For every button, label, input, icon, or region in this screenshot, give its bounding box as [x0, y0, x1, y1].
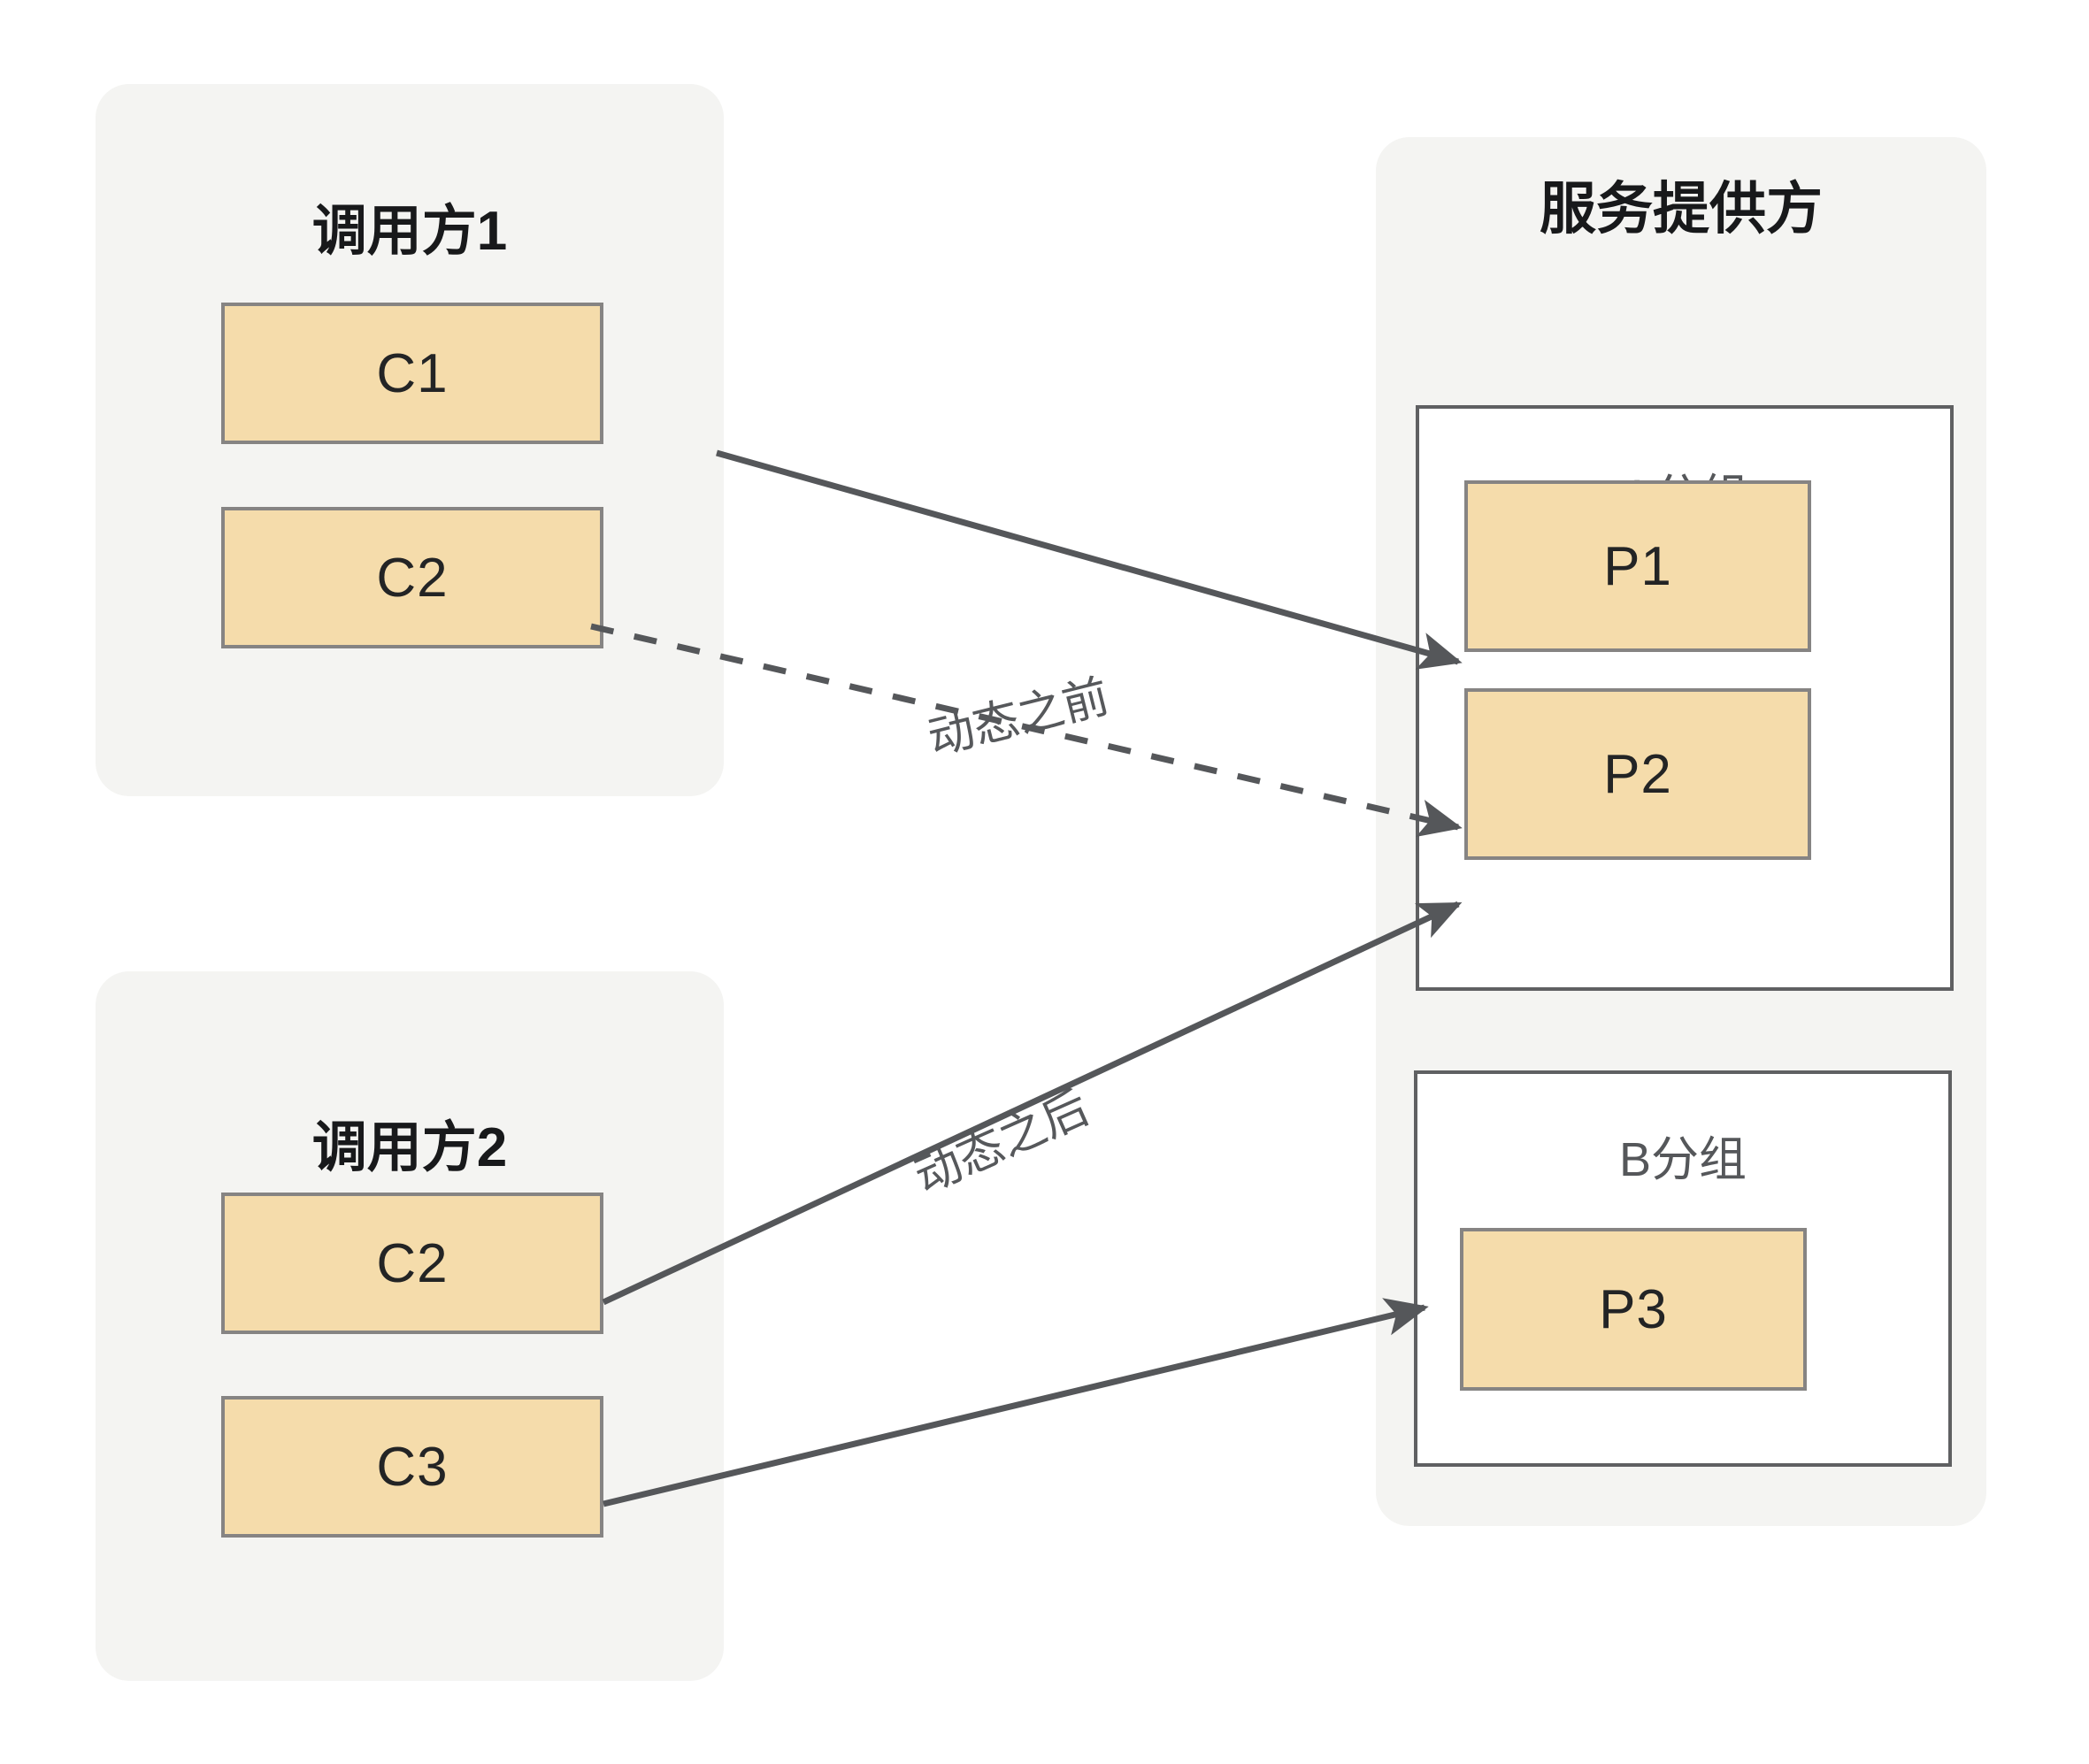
edge-label-before: 动态之前	[923, 671, 1115, 765]
connector-c1-to-p1	[716, 449, 1463, 670]
node-c2-caller2[interactable]: C2	[221, 1193, 603, 1334]
node-p2[interactable]: P2	[1464, 688, 1811, 860]
node-c3[interactable]: C3	[221, 1396, 603, 1538]
node-c1[interactable]: C1	[221, 303, 603, 444]
node-p1[interactable]: P1	[1464, 480, 1811, 652]
panel-caller-1-title: 调用方1	[311, 201, 508, 262]
panel-caller-2-title: 调用方2	[311, 1117, 508, 1178]
group-b-title: B分组	[1618, 1133, 1747, 1186]
edge-label-after: 动态之后	[907, 1082, 1097, 1204]
node-c2[interactable]: C2	[221, 507, 603, 648]
node-p3[interactable]: P3	[1460, 1228, 1807, 1391]
panel-service-provider-title: 服务提供方	[1540, 177, 1823, 241]
connector-c3-to-p3	[603, 1298, 1429, 1507]
